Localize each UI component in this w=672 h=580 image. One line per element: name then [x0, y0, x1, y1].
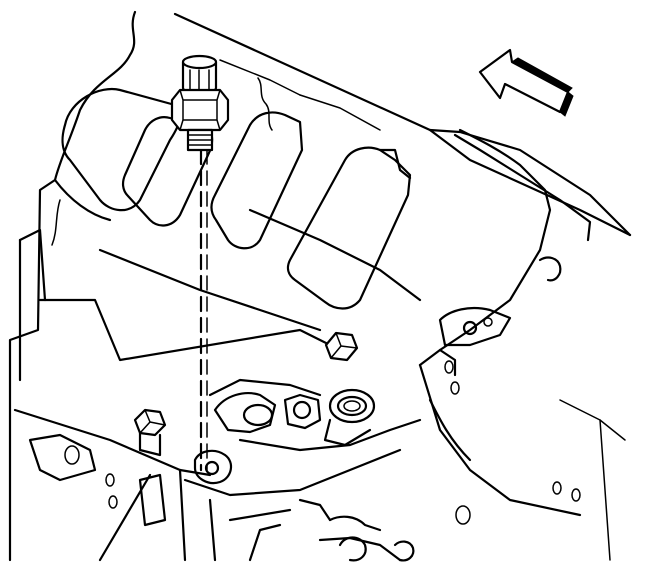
lower-left-housing — [18, 228, 187, 562]
manifold-bolt-left — [133, 408, 167, 457]
lower-manifold-flange — [183, 448, 415, 562]
casting-edge-details — [51, 59, 626, 561]
mounting-hole-icon — [455, 505, 471, 525]
mounting-hole-icon — [571, 488, 581, 502]
mounting-hole-icon — [64, 445, 80, 465]
mounting-hole-icon — [552, 481, 562, 495]
mounting-hole-icon — [444, 360, 454, 374]
mounting-bracket — [418, 128, 582, 517]
manifold-bolt-center — [324, 331, 359, 362]
mounting-hole-icon — [108, 495, 118, 509]
mounting-hole-icon — [105, 473, 115, 487]
installation-guide-line — [199, 148, 208, 472]
mounting-hole-icon — [450, 381, 460, 395]
harness-connectors — [208, 378, 422, 452]
intake-runner-recesses — [61, 87, 412, 310]
sensor-bolt-icon — [170, 54, 230, 152]
mounting-holes — [64, 360, 581, 525]
direction-arrow-icon — [478, 48, 574, 117]
